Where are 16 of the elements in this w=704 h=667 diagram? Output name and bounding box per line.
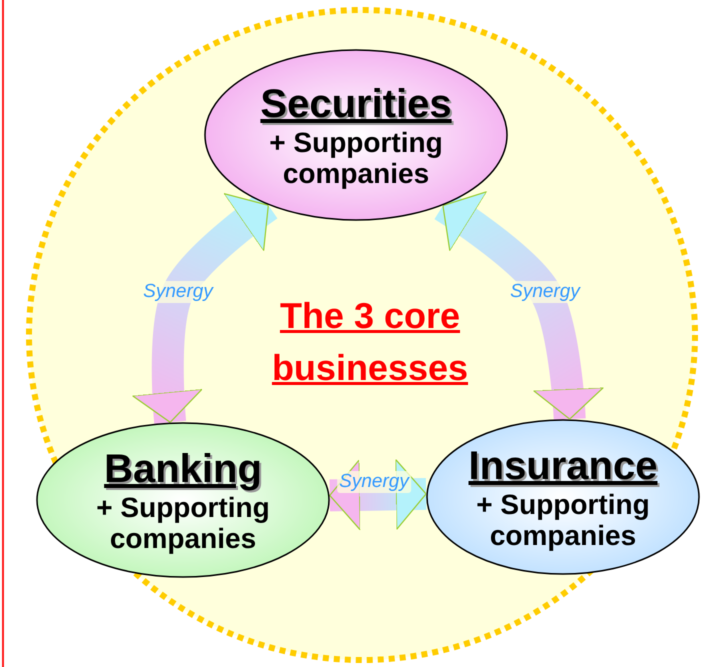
business-name: Securities <box>260 80 452 127</box>
double-arrow <box>434 191 604 420</box>
double-arrow <box>132 192 278 424</box>
business-ellipse <box>36 422 330 578</box>
business-subtitle: + Supporting companies <box>95 492 271 554</box>
business-name: Banking <box>104 446 262 492</box>
double-arrow <box>329 458 427 531</box>
business-subtitle: + Supporting companies <box>475 488 651 552</box>
business-name: Insurance <box>468 442 658 489</box>
business-subtitle: + Supporting companies <box>268 126 444 190</box>
edge-label: Synergy <box>508 281 582 303</box>
center-title: The 3 core businesses <box>270 294 470 390</box>
edge-label: Synergy <box>337 471 411 493</box>
business-ellipse <box>204 49 508 221</box>
edge-label: Synergy <box>141 281 215 303</box>
business-ellipse <box>426 419 700 575</box>
